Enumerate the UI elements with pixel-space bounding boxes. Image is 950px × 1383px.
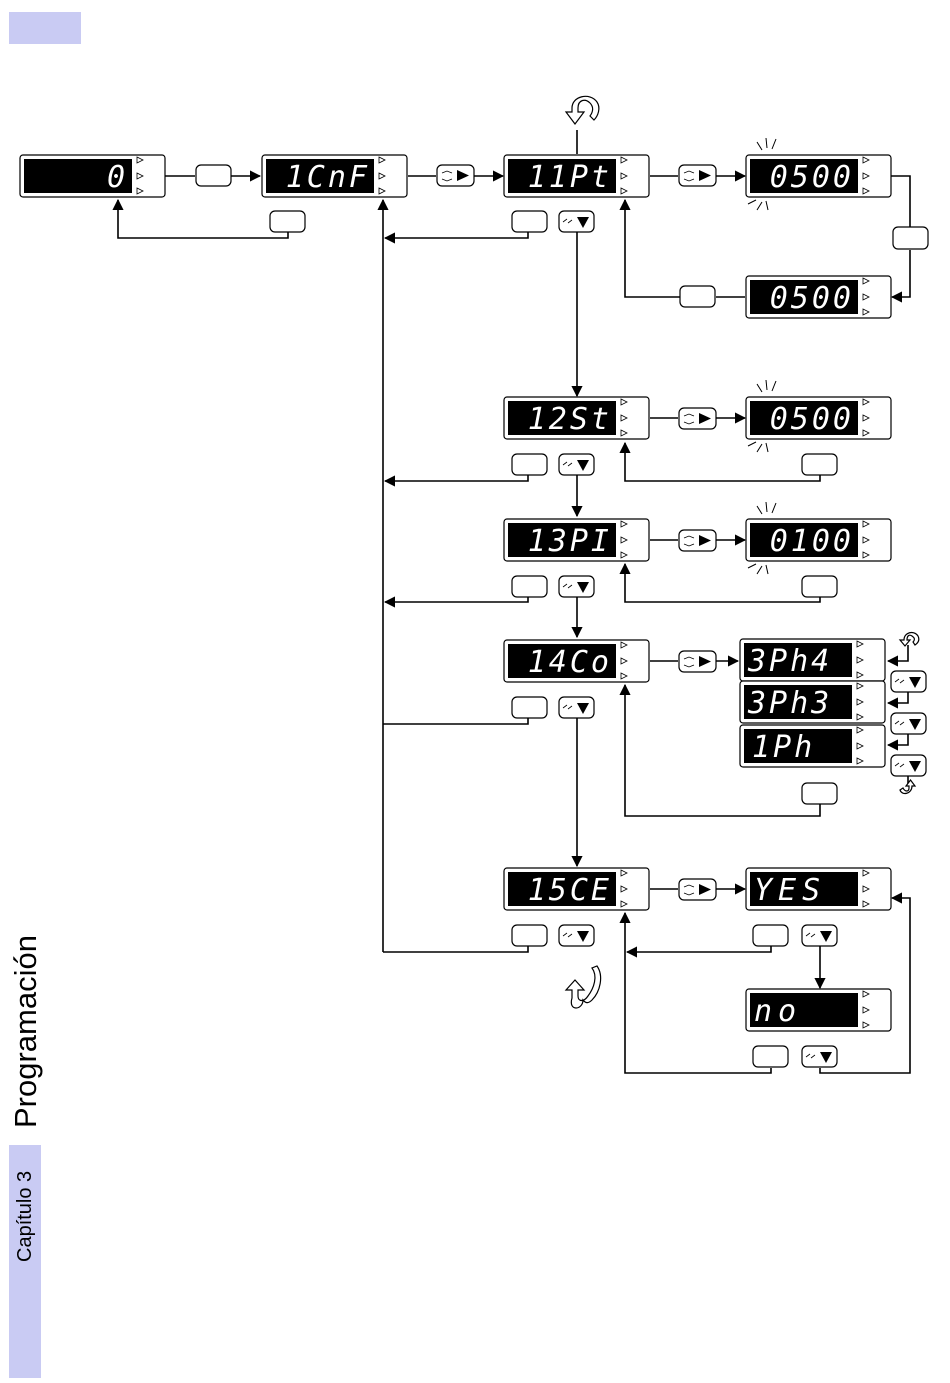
display-option-no-text: no [754,994,802,1029]
display-option-yes: YES [746,868,891,910]
display-option-3ph3: 3Ph3 [740,681,885,723]
display-menu-4: 14Co [504,640,649,682]
display-menu-3: 13PI [504,519,649,561]
display-menu-4-text: 14Co [528,645,612,680]
display-option-1ph: 1Ph [740,725,885,767]
display-menu-5: 15CE [504,868,649,910]
display-start-text: 0 [107,160,128,195]
display-menu-3-text: 13PI [528,524,612,559]
display-value-1-saved: 0500 [746,276,891,318]
display-config-text: 1CnF [286,160,370,195]
display-option-no: no [746,989,891,1031]
display-value-3: 0100 [746,519,891,561]
display-menu-2: 12St [504,397,649,439]
display-option-1ph-text: 1Ph [752,730,815,765]
display-option-3ph4: 3Ph4 [740,639,885,681]
display-config: 1CnF [262,155,407,197]
display-value-1-saved-text: 0500 [770,281,854,316]
blink-icon [748,138,776,574]
display-value-2-text: 0500 [770,402,854,437]
display-value-2: 0500 [746,397,891,439]
display-value-1-edit-text: 0500 [770,160,854,195]
display-menu-5-text: 15CE [528,873,612,908]
display-menu-1: 11Pt [504,155,649,197]
display-menu-1-text: 11Pt [528,160,612,195]
display-option-3ph4-text: 3Ph4 [747,644,832,679]
display-option-3ph3-text: 3Ph3 [747,686,832,721]
display-value-3-text: 0100 [770,524,854,559]
display-menu-2-text: 12St [528,402,612,437]
display-value-1-edit: 0500 [746,155,891,197]
display-option-yes-text: YES [754,873,826,908]
display-start: 0 [20,155,165,197]
